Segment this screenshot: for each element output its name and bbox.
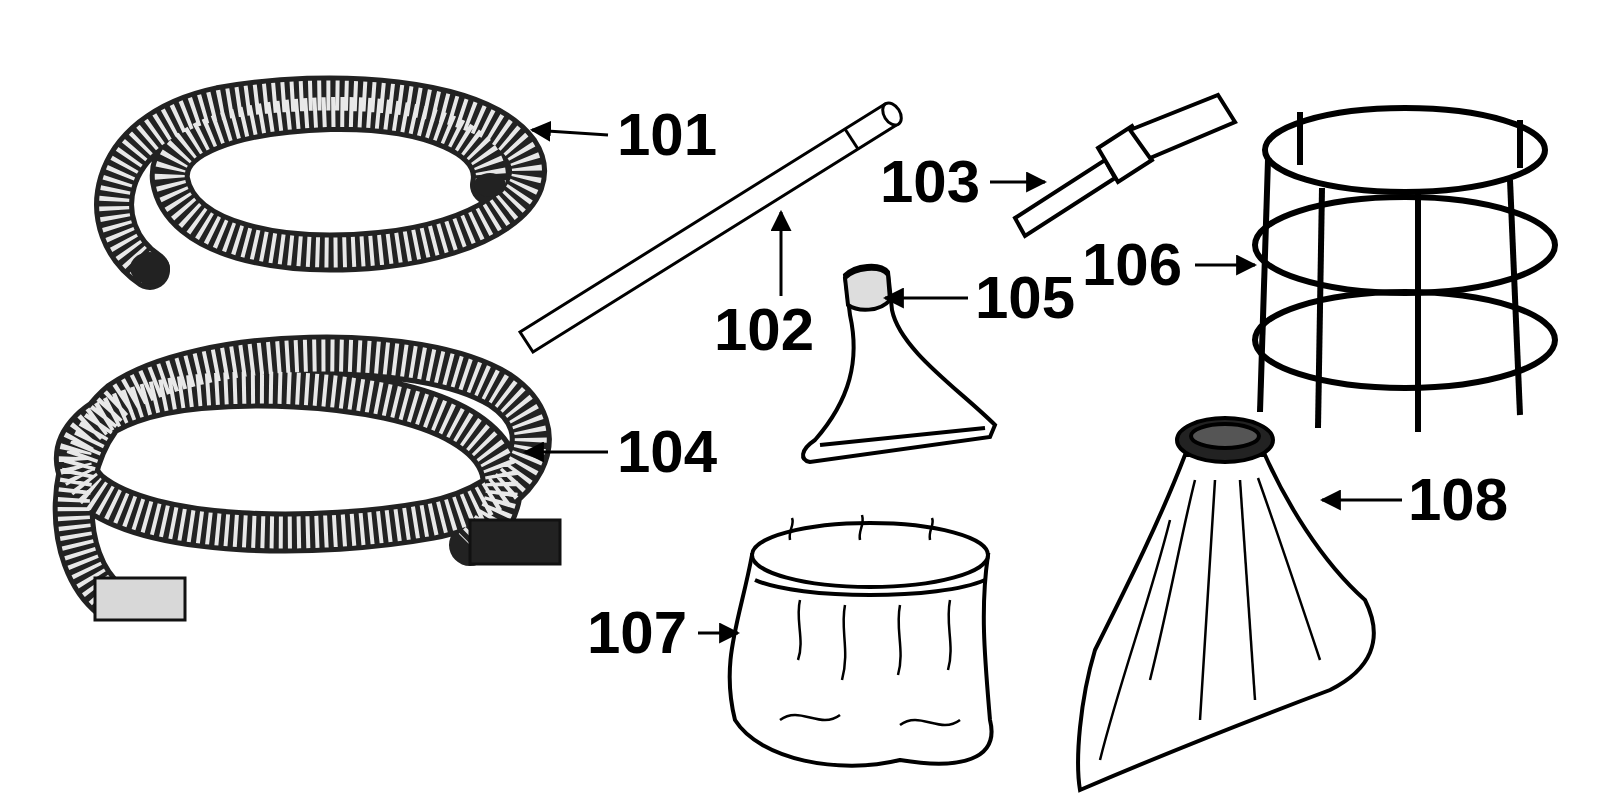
callout-number: 105 — [975, 268, 1075, 328]
hose-101 — [114, 95, 527, 284]
filter-cone-108 — [1078, 418, 1374, 790]
callout-number: 108 — [1408, 470, 1508, 530]
callout-number: 101 — [617, 105, 717, 165]
callout-number: 102 — [714, 300, 814, 360]
filter-cage-106 — [1255, 108, 1555, 432]
callout-number: 103 — [880, 152, 980, 212]
callout-number: 106 — [1082, 235, 1182, 295]
filter-bag-107 — [730, 515, 992, 766]
upholstery-tool-105 — [803, 266, 995, 462]
hose-104 — [74, 355, 560, 620]
leader-arrows — [525, 130, 1402, 633]
callout-number: 107 — [587, 603, 687, 663]
nozzle-103 — [1015, 95, 1235, 236]
wand-102 — [520, 100, 905, 352]
callout-number: 104 — [617, 422, 717, 482]
